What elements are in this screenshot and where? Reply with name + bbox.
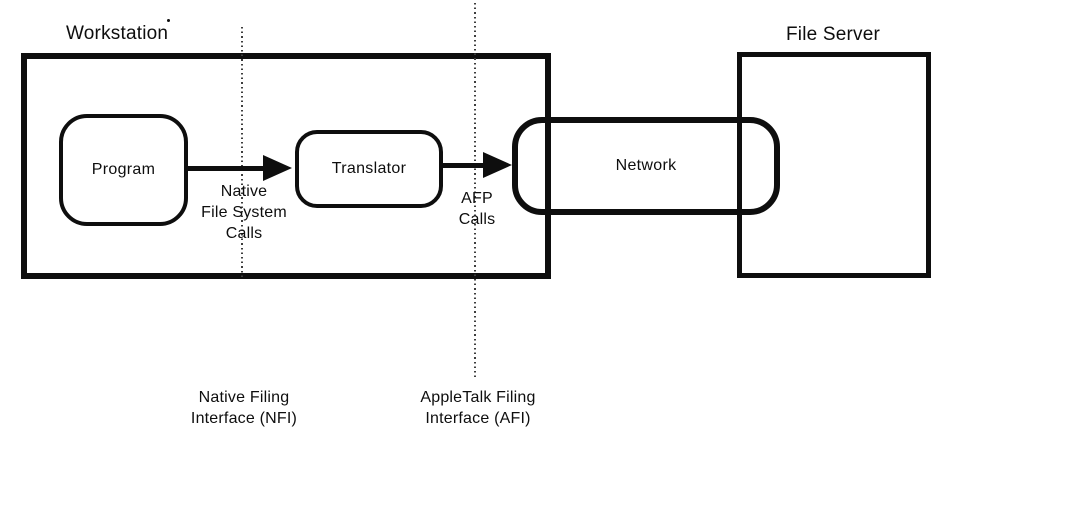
- network-node: Network: [512, 117, 780, 215]
- afi-boundary-dotted-line: [474, 3, 476, 379]
- nfi-boundary-dotted-line: [241, 27, 243, 279]
- arrow-translator-to-network-line: [441, 163, 486, 168]
- afp-calls-label: AFP Calls: [458, 190, 496, 228]
- arrow-program-to-translator-line: [186, 166, 266, 171]
- program-node-label: Program: [91, 161, 156, 178]
- workstation-box: [21, 53, 551, 279]
- file-server-caption: File Server: [786, 24, 881, 45]
- file-server-box: [737, 52, 931, 278]
- translator-node: Translator: [295, 130, 443, 208]
- afi-label: AppleTalk Filing Interface (AFI): [420, 389, 536, 427]
- native-file-system-calls-label: Native File System Calls: [201, 183, 287, 242]
- network-node-label: Network: [615, 157, 677, 174]
- translator-node-label: Translator: [331, 160, 407, 177]
- arrow-program-to-translator-head: [263, 155, 292, 181]
- nfi-label: Native Filing Interface (NFI): [190, 389, 298, 427]
- program-node: Program: [59, 114, 188, 226]
- scan-artifact-dot: [167, 19, 170, 22]
- arrow-translator-to-network-head: [483, 152, 512, 178]
- workstation-caption: Workstation: [66, 23, 169, 44]
